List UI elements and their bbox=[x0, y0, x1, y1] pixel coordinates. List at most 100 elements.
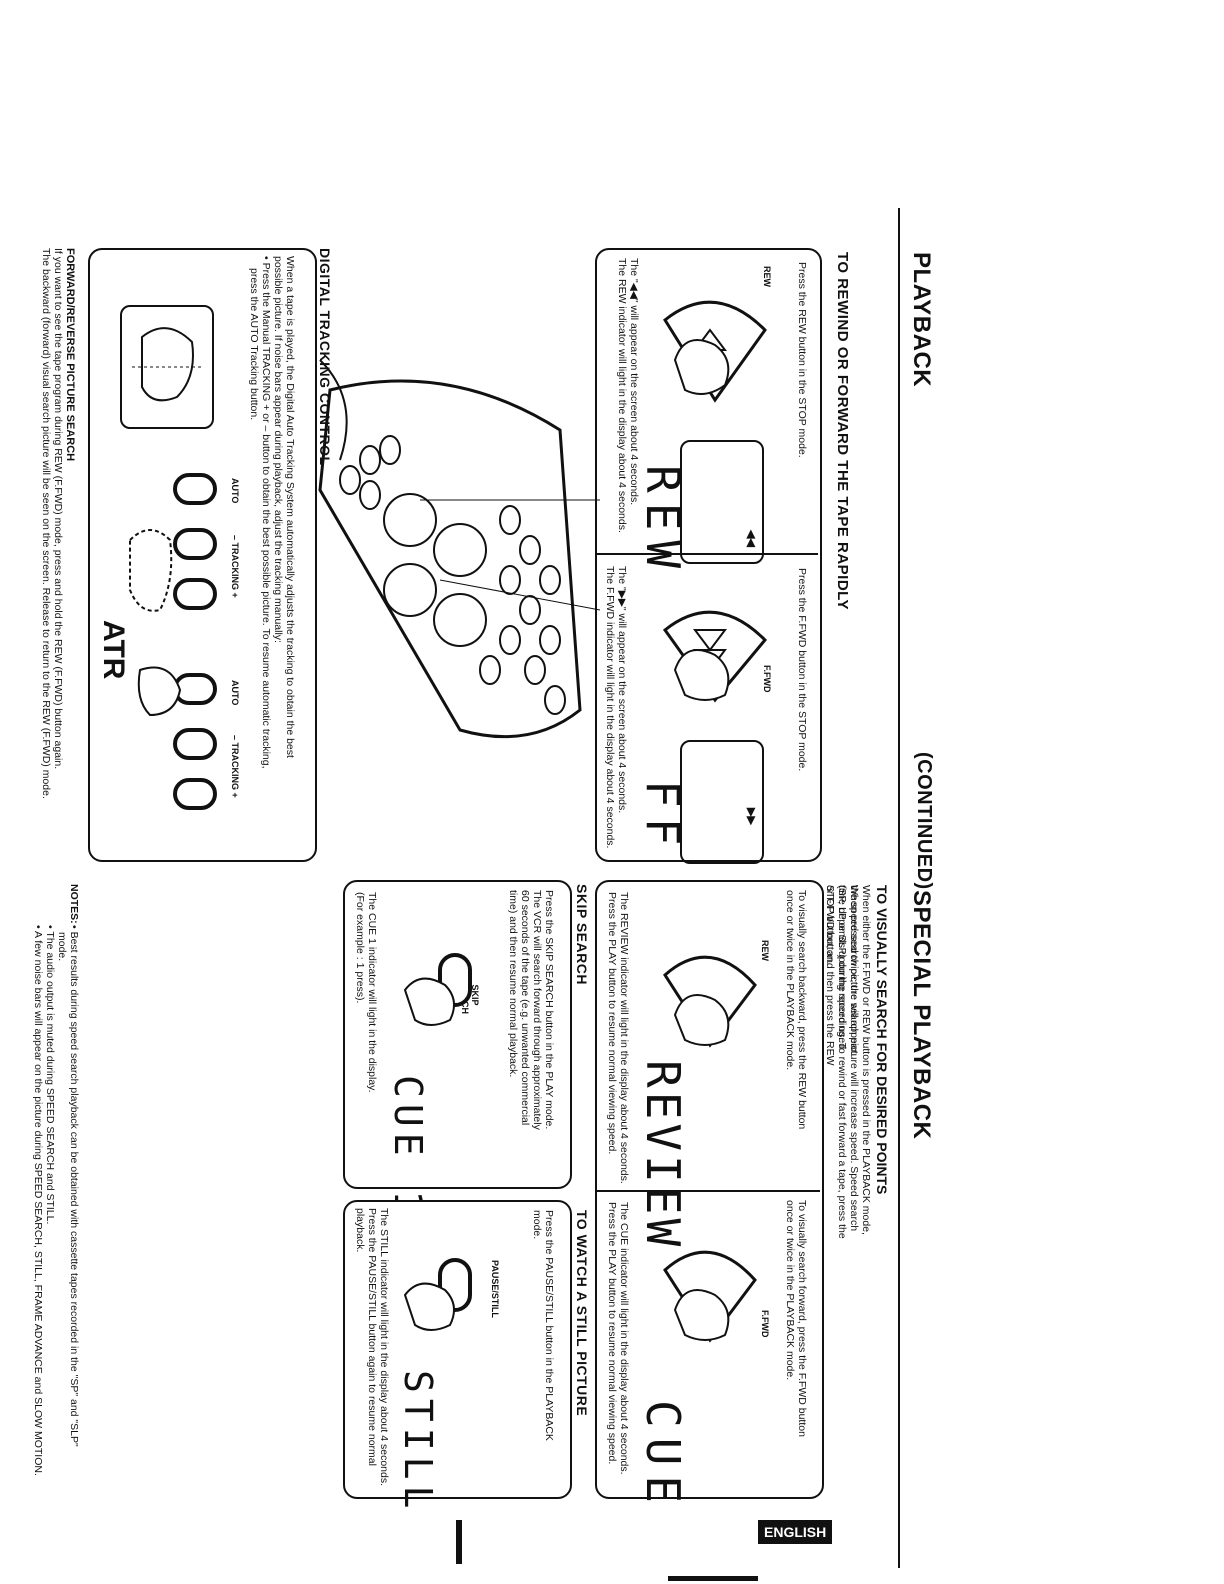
still-lcd-display: STILL bbox=[396, 1370, 440, 1515]
rew-hand-illustration bbox=[655, 290, 775, 410]
atr-label: ATR bbox=[97, 620, 130, 680]
tracking-label-left: – TRACKING + bbox=[230, 535, 240, 598]
ffwd-button-shape[interactable] bbox=[663, 1250, 757, 1343]
forward-reverse-text-2: The backward (forward) visual search pic… bbox=[40, 248, 52, 799]
tracking-plus-button[interactable] bbox=[173, 578, 217, 610]
ffwd-hand-illustration bbox=[655, 600, 775, 710]
tracking-text-2: possible picture. If noise bars appear d… bbox=[272, 256, 284, 643]
special-playback-title: SPECIAL PLAYBACK bbox=[908, 890, 935, 1140]
rew-lcd-display: REW bbox=[636, 465, 690, 579]
still-hand bbox=[400, 1255, 480, 1335]
forward-reverse-heading: FORWARD/REVERSE PICTURE SEARCH bbox=[64, 248, 76, 462]
tracking-label-right: – TRACKING + bbox=[230, 735, 240, 798]
badge-underline bbox=[668, 1576, 758, 1581]
skip-text-3: 60 seconds of the tape (e.g. unwanted co… bbox=[519, 890, 531, 1126]
pointing-hand-icon bbox=[673, 649, 730, 701]
rew-screen-symbol: ◀◀ bbox=[745, 530, 757, 547]
title-rule bbox=[898, 208, 900, 1568]
callout-lines bbox=[319, 359, 601, 611]
auto-tracking-button[interactable] bbox=[173, 473, 217, 505]
rewind-heading: TO REWIND OR FORWARD THE TAPE RAPIDLY bbox=[834, 252, 851, 610]
skip-text-4: time) and then resume normal playback. bbox=[507, 890, 519, 1078]
notes-item-2: • The audio output is muted during SPEED… bbox=[44, 925, 56, 1225]
play-key[interactable] bbox=[383, 563, 437, 617]
rewind-divider bbox=[595, 553, 818, 555]
tracking-buttons-right bbox=[170, 670, 230, 820]
hand-pressing-tracking bbox=[120, 520, 180, 620]
page-mark bbox=[456, 1520, 462, 1564]
pointing-hand-icon bbox=[673, 1289, 730, 1341]
ffwd-key[interactable] bbox=[433, 593, 487, 647]
cue-lcd-display: CUE bbox=[636, 1400, 690, 1514]
ffwd-tv-screen bbox=[680, 740, 764, 864]
skip-note-2: (For example : 1 press). bbox=[354, 892, 366, 1004]
language-badge: ENGLISH bbox=[758, 1520, 833, 1544]
still-button-label: PAUSE/STILL bbox=[490, 1260, 500, 1318]
skip-text-1: Press the SKIP SEARCH button in the PLAY… bbox=[543, 890, 555, 1130]
pointing-hand-icon bbox=[673, 339, 730, 395]
stop-key[interactable] bbox=[433, 523, 487, 577]
tracking-buttons-left bbox=[170, 470, 230, 620]
search-fwd-instruction-2: once or twice in the PLAYBACK mode. bbox=[784, 1200, 796, 1381]
hand-pressing-auto bbox=[130, 660, 190, 720]
search-back-note-2: Press the PLAY button to resume normal v… bbox=[606, 892, 618, 1155]
rew-tv-screen bbox=[680, 440, 764, 564]
pointing-hand-icon bbox=[403, 1282, 455, 1331]
ffwd-instruction: Press the F.FWD button in the STOP mode. bbox=[796, 568, 808, 772]
tracking-text-3: • Press the Manual TRACKING + or – butto… bbox=[260, 256, 272, 769]
still-note-3: playback. bbox=[354, 1208, 366, 1253]
rew-key[interactable] bbox=[383, 493, 437, 547]
search-fwd-note-1: The CUE indicator will light in the disp… bbox=[618, 1202, 630, 1475]
ffwd-button-shape[interactable] bbox=[662, 610, 768, 703]
cue1-lcd-display: CUE 1 bbox=[386, 1075, 430, 1220]
pointing-hand-icon bbox=[403, 977, 455, 1026]
search-fwd-instruction-1: To visually search forward, press the F.… bbox=[796, 1200, 808, 1437]
search-fwd-hand bbox=[655, 1240, 765, 1350]
tracking-heading: DIGITAL TRACKING CONTROL bbox=[317, 248, 333, 466]
tracking-text-1: When a tape is played, the Digital Auto … bbox=[284, 256, 296, 758]
visual-search-box bbox=[595, 880, 824, 1499]
skip-text-2: The VCR will search forward through appr… bbox=[531, 890, 543, 1130]
ffwd-screen-symbol: ▶▶ bbox=[745, 808, 757, 825]
rew-note-1: The "◀◀" will appear on the screen about… bbox=[628, 258, 640, 506]
still-note-1: The STILL indicator will light in the di… bbox=[378, 1208, 390, 1487]
auto-label-right: AUTO bbox=[230, 680, 240, 706]
still-heading: TO WATCH A STILL PICTURE bbox=[574, 1210, 590, 1417]
search-back-note-1: The REVIEW indicator will light in the d… bbox=[618, 892, 630, 1184]
still-text-2: mode. bbox=[531, 1210, 543, 1240]
search-back-instruction-1: To visually search backward, press the R… bbox=[796, 890, 808, 1130]
tracking-plus-button[interactable] bbox=[173, 778, 217, 810]
notes-item-1b: mode. bbox=[56, 932, 68, 962]
tracking-minus-button[interactable] bbox=[173, 528, 217, 560]
still-box bbox=[343, 1200, 572, 1499]
search-back-hand bbox=[655, 945, 765, 1055]
notes-label: NOTES: bbox=[68, 884, 80, 924]
auto-label-left: AUTO bbox=[230, 478, 240, 504]
rew-button-shape[interactable] bbox=[663, 955, 757, 1048]
pointing-hand-icon bbox=[673, 994, 730, 1046]
notes-item-1: • Best results during speed search playb… bbox=[68, 925, 80, 1447]
skip-hand bbox=[400, 950, 480, 1030]
ffwd-lcd-display: FF bbox=[636, 780, 690, 856]
tv-picture-illustration bbox=[120, 305, 214, 429]
continued-label: (CONTINUED) bbox=[913, 752, 935, 890]
still-text-1: Press the PAUSE/STILL button in the PLAY… bbox=[543, 1210, 555, 1441]
review-lcd-display: REVIEW bbox=[636, 1060, 690, 1251]
search-back-instruction-2: once or twice in the PLAYBACK mode. bbox=[784, 890, 796, 1071]
visual-search-intro-4: or F.FWD button. bbox=[824, 885, 836, 965]
skip-note-1: The CUE 1 indicator will light in the di… bbox=[366, 892, 378, 1093]
skip-search-heading: SKIP SEARCH bbox=[574, 884, 590, 985]
visual-search-heading: TO VISUALLY SEARCH FOR DESIRED POINTS bbox=[874, 885, 890, 1195]
skip-search-box bbox=[343, 880, 572, 1189]
rew-button-shape[interactable] bbox=[663, 300, 767, 403]
visual-search-divider bbox=[595, 1190, 820, 1192]
still-note-2: Press the PAUSE/STILL button again to re… bbox=[366, 1208, 378, 1466]
search-fwd-note-2: Press the PLAY button to resume normal v… bbox=[606, 1202, 618, 1465]
page-title: PLAYBACK bbox=[908, 252, 935, 388]
tracking-minus-button[interactable] bbox=[173, 728, 217, 760]
tracking-text-4: press the AUTO Tracking button. bbox=[248, 268, 260, 421]
rew-button-label: REW bbox=[762, 266, 772, 287]
remote-control-illustration bbox=[310, 370, 590, 750]
forward-reverse-text-1: If you want to see the tape program duri… bbox=[52, 248, 64, 770]
